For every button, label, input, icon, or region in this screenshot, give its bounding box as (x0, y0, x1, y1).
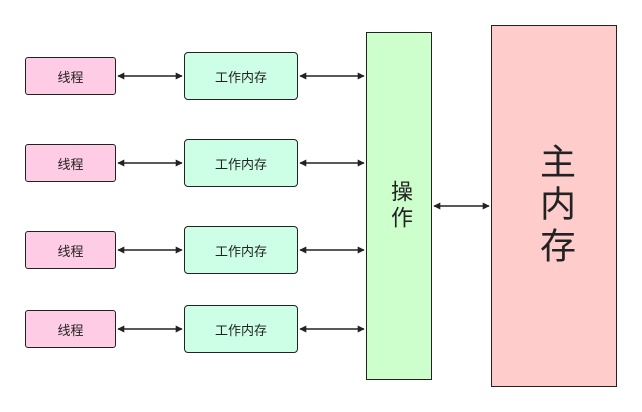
work-memory-box: 工作内存 (184, 139, 298, 187)
work-memory-box: 工作内存 (184, 226, 298, 274)
thread-box: 线程 (25, 310, 116, 348)
thread-box: 线程 (25, 144, 116, 182)
work-memory-label: 工作内存 (214, 70, 267, 86)
work-memory-label: 工作内存 (214, 323, 267, 339)
operation-box: 操作 (366, 32, 432, 380)
work-memory-box: 工作内存 (184, 52, 298, 100)
thread-label: 线程 (57, 244, 84, 260)
thread-label: 线程 (57, 70, 84, 86)
thread-label: 线程 (57, 157, 84, 173)
thread-label: 线程 (57, 323, 84, 339)
work-memory-label: 工作内存 (214, 157, 267, 173)
thread-box: 线程 (25, 57, 116, 95)
work-memory-label: 工作内存 (214, 244, 267, 260)
thread-box: 线程 (25, 231, 116, 269)
work-memory-box: 工作内存 (184, 305, 298, 353)
main-memory-label: 主内存 (534, 143, 575, 269)
main-memory-box: 主内存 (491, 25, 617, 387)
operation-label: 操作 (387, 180, 412, 232)
